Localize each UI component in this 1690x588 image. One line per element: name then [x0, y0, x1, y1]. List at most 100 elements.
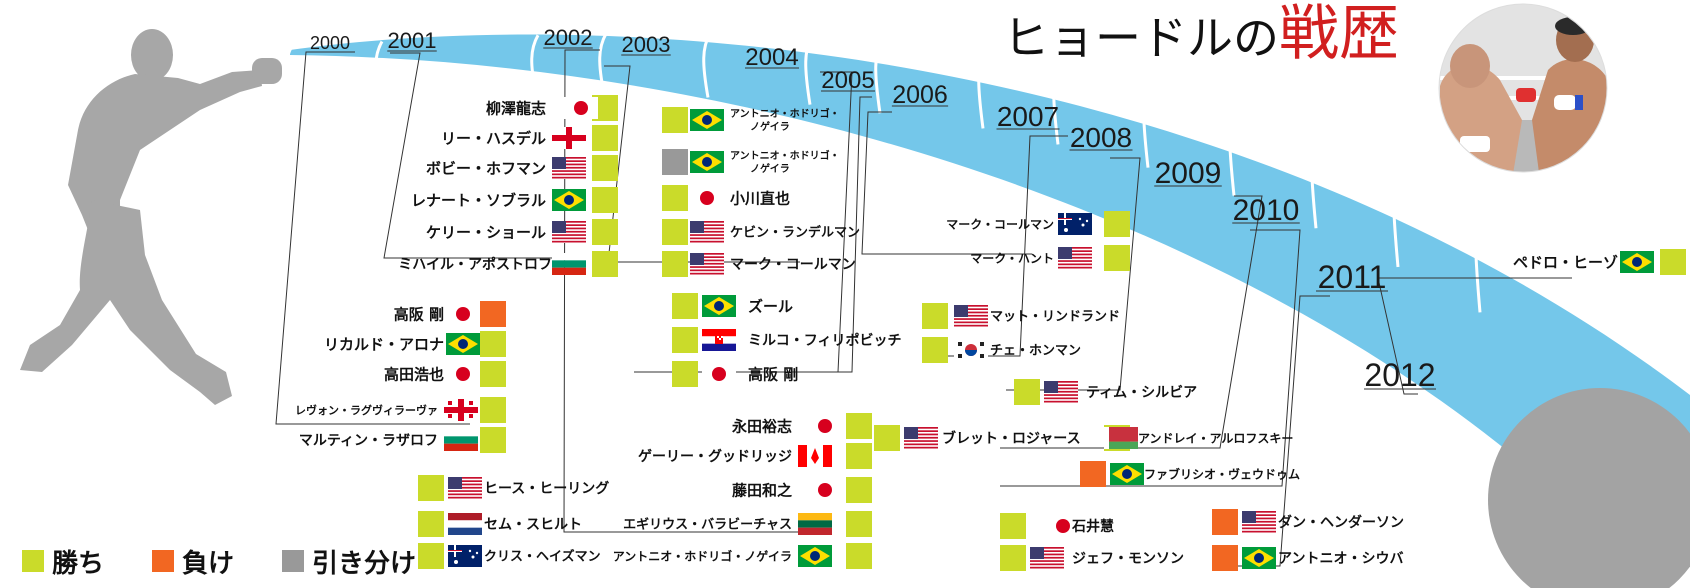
result-box-win [662, 185, 688, 211]
fight-row: ゲーリー・グッドリッジ [638, 443, 872, 469]
year-label-2001: 2001 [388, 28, 437, 53]
fight-row: ズール [672, 293, 793, 319]
fight-row: リー・ハスデル [441, 125, 618, 151]
opponent-name: 石井慧 [1071, 518, 1114, 535]
result-box-loss [480, 301, 506, 327]
fight-row: マルティン・ラザロフ [299, 427, 506, 453]
result-box-win [846, 477, 872, 503]
legend-label-draw: 引き分け [312, 548, 417, 579]
result-box-win [672, 327, 698, 353]
year-label-2006: 2006 [892, 81, 948, 109]
legend-item-win: 勝ち [22, 543, 104, 580]
year-label-2008: 2008 [1070, 122, 1132, 153]
fight-row: ティム・シルビア [1014, 379, 1197, 405]
opponent-name: ボビー・ホフマン [426, 159, 546, 177]
opponent-name: レヴォン・ラグヴィラーヴァ [295, 403, 438, 417]
opponent-name: 藤田和之 [732, 481, 792, 499]
fight-row: 藤田和之 [732, 477, 872, 503]
result-box-win [592, 187, 618, 213]
fight-row: リカルド・アロナ [324, 331, 506, 357]
result-box-win [480, 397, 506, 423]
flag-brazil-icon [1110, 463, 1144, 485]
result-box-loss [1080, 461, 1106, 487]
result-box-win [418, 511, 444, 537]
flag-croatia-icon [702, 329, 736, 351]
year-label-2005: 2005 [821, 67, 874, 94]
flag-japan-icon [690, 187, 724, 209]
result-box-win [480, 361, 506, 387]
flag-japan-icon [702, 363, 736, 385]
fight-row: アントニオ・ホドリゴ・ノゲイラ [613, 543, 872, 569]
flag-usa-icon [904, 427, 938, 449]
flag-japan-icon [808, 479, 842, 501]
result-box-win [592, 125, 618, 151]
arc-separator [374, 40, 384, 94]
opponent-name: アントニオ・ホドリゴ・ノゲイラ [613, 548, 792, 563]
fight-row: ダン・ヘンダーソン [1212, 509, 1404, 535]
result-box-win [1660, 249, 1686, 275]
result-box-win [922, 303, 948, 329]
opponent-name: ダン・ヘンダーソン [1278, 514, 1404, 531]
fight-row: ファブリシオ・ヴェウドゥム [1080, 461, 1300, 487]
result-box-draw [662, 149, 688, 175]
year-label-2012: 2012 [1364, 357, 1435, 393]
result-box-win [592, 219, 618, 245]
opponent-name: ズール [748, 297, 793, 315]
fight-row: マーク・コールマン [662, 251, 856, 277]
opponent-name: ミルコ・フィリポビッチ [748, 332, 901, 349]
result-box-win [480, 331, 506, 357]
year-label-2007: 2007 [997, 101, 1059, 132]
fight-row: クリス・ヘイズマン [418, 543, 601, 569]
result-box-win [922, 337, 948, 363]
result-box-win [592, 155, 618, 181]
result-box-win [846, 543, 872, 569]
result-box-win [1000, 545, 1026, 571]
fight-row: アントニオ・シウバ [1212, 545, 1403, 571]
fight-row: ジェフ・モンソン [1000, 545, 1184, 571]
opponent-name: セム・スヒルト [484, 517, 582, 533]
opponent-name: 柳澤龍志 [486, 99, 546, 117]
result-box-win [418, 475, 444, 501]
arc-separator [1474, 211, 1484, 313]
flag-belarus-icon [1104, 427, 1138, 449]
legend: 勝ち 負け 引き分け [22, 543, 464, 580]
opponent-name: ゲーリー・グッドリッジ [638, 448, 792, 465]
legend-swatch-draw [282, 550, 305, 572]
arc-separator [874, 40, 884, 114]
fight-row: 小川直也 [662, 185, 790, 211]
title-record: 戦歴 [1279, 0, 1399, 69]
fight-row: チェ・ホンマン [922, 337, 1081, 363]
opponent-name: アンドレイ・アルロフスキー [1138, 431, 1293, 445]
opponent-name: チェ・ホンマン [990, 344, 1081, 359]
fight-list: 柳澤龍志リー・ハスデルボビー・ホフマンレナート・ソブラルケリー・ショールミハイル… [295, 95, 1686, 571]
result-box-win [480, 427, 506, 453]
arc-separator [977, 51, 987, 129]
flag-brazil-icon [1242, 547, 1276, 569]
opponent-name: マット・リンドランド [990, 310, 1120, 325]
flag-australia-icon [1058, 213, 1092, 235]
opponent-name: ミハイル・アポストロフ [398, 256, 552, 273]
flag-brazil-icon [446, 333, 480, 355]
fight-row: 柳澤龍志 [486, 95, 618, 121]
opponent-name: ケビン・ランデルマン [730, 225, 860, 241]
result-box-win [1000, 513, 1026, 539]
result-box-loss [1212, 545, 1238, 571]
opponent-name: ケリー・ショール [426, 223, 546, 241]
fight-row: アントニオ・ホドリゴ・ノゲイラ [662, 149, 840, 175]
year-connector [563, 49, 800, 533]
arc-separator [1228, 106, 1238, 196]
fight-row: マーク・ハント [970, 245, 1130, 271]
fight-row: 高阪 剛 [672, 361, 798, 387]
opponent-name: ペドロ・ヒーゾ [1513, 253, 1618, 271]
opponent-name: 高阪 剛 [748, 365, 798, 383]
flag-usa-icon [1242, 511, 1276, 533]
opponent-name: ブレット・ロジャース [942, 430, 1081, 447]
flag-bulgaria-icon [444, 429, 478, 451]
fight-row: ペドロ・ヒーゾ [1513, 249, 1686, 275]
result-box-win [662, 251, 688, 277]
fight-row: アントニオ・ホドリゴ・ノゲイラ [662, 107, 840, 133]
arc-separator [1052, 63, 1062, 145]
fight-row: ケリー・ショール [426, 219, 618, 245]
